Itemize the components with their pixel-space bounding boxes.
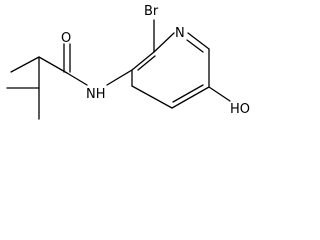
bond-carbonyl-nitrogen — [66, 72, 88, 86]
carbonyl-oxygen-label: O — [61, 31, 71, 46]
ring-bond-c2-n1 — [153, 32, 175, 53]
bond-nitrogen-ring — [106, 69, 133, 86]
tert-butyl-group — [6, 56, 40, 120]
pyridine-nitrogen-label: N — [175, 26, 185, 41]
ring-bond-c2-c3-inner — [137, 55, 156, 71]
ring-bond-n1-c6 — [187, 32, 210, 50]
bromine-label: Br — [144, 4, 159, 19]
amide-nh-label: NH — [86, 87, 106, 102]
ring-bond-c5-c4-inner — [172, 84, 204, 103]
hydroxyl-label: HO — [230, 102, 250, 117]
bond-tbutyl-carbonyl — [38, 56, 68, 74]
ring-bond-n1-c6-inner — [186, 39, 204, 53]
ring-bond-c5-c4 — [171, 86, 210, 109]
amide-group — [38, 43, 133, 86]
ring-bond-c3-c2 — [131, 51, 155, 71]
bond-methyl-top — [10, 56, 40, 73]
pyridine-ring — [131, 32, 210, 109]
bond-ring-hydroxyl — [208, 86, 231, 102]
ring-bond-c4-c3 — [131, 85, 173, 109]
chemical-structure-diagram: Br N O NH HO — [6, 4, 250, 120]
